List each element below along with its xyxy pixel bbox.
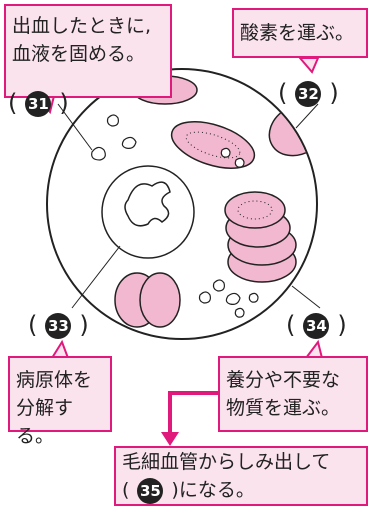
platelet: [225, 292, 241, 305]
white-blood-cell-nucleus: [124, 181, 171, 227]
platelet: [212, 279, 225, 292]
arrow-line: [168, 391, 218, 436]
platelet: [234, 157, 245, 168]
answer-marker-33: 33: [45, 313, 72, 339]
answer-marker-32: 32: [295, 81, 322, 107]
leader-line-32: [295, 103, 319, 129]
red-blood-cell: [224, 191, 286, 229]
answer-32[interactable]: (32): [278, 79, 339, 107]
answer-marker-35: 35: [137, 477, 164, 504]
answer-marker-34: 34: [303, 313, 330, 339]
callout-tail: [297, 57, 320, 74]
platelet: [220, 147, 231, 158]
leader-line-33: [71, 245, 121, 309]
answer-33[interactable]: (33): [28, 311, 89, 339]
platelet: [248, 292, 259, 303]
leader-line-31: [57, 103, 93, 151]
callout-red-cell-text: 酸素を運ぶ。: [240, 22, 355, 44]
callout-platelet: 出血したときに, 血液を固める。: [4, 4, 172, 98]
callout-plasma: 養分や不要な 物質を運ぶ。: [218, 356, 368, 432]
callout-platelet-text: 出血したときに, 血液を固める。: [12, 15, 152, 65]
platelet: [106, 114, 119, 127]
callout-tissue-fluid-text: 毛細血管からしみ出して: [122, 451, 331, 473]
platelet: [198, 291, 211, 304]
red-blood-cell: [139, 272, 181, 328]
callout-white-cell: 病原体を 分解する。: [8, 356, 112, 447]
callout-red-cell: 酸素を運ぶ。: [232, 8, 368, 58]
callout-white-cell-text: 病原体を 分解する。: [16, 369, 93, 447]
arrow-head: [161, 432, 179, 446]
answer-31[interactable]: (31): [8, 89, 69, 117]
red-blood-cell: [170, 121, 256, 169]
platelet: [91, 146, 106, 161]
tissue-fluid-suffix: になる。: [178, 479, 255, 501]
answer-35-line: (35)になる。: [122, 476, 360, 504]
callout-plasma-text: 養分や不要な 物質を運ぶ。: [226, 369, 341, 419]
answer-marker-31: 31: [25, 91, 52, 117]
leader-line-34: [291, 285, 321, 309]
callout-tissue-fluid: 毛細血管からしみ出して (35)になる。: [114, 446, 368, 506]
platelet: [234, 307, 245, 318]
answer-34[interactable]: (34): [286, 311, 347, 339]
platelet: [121, 136, 137, 149]
